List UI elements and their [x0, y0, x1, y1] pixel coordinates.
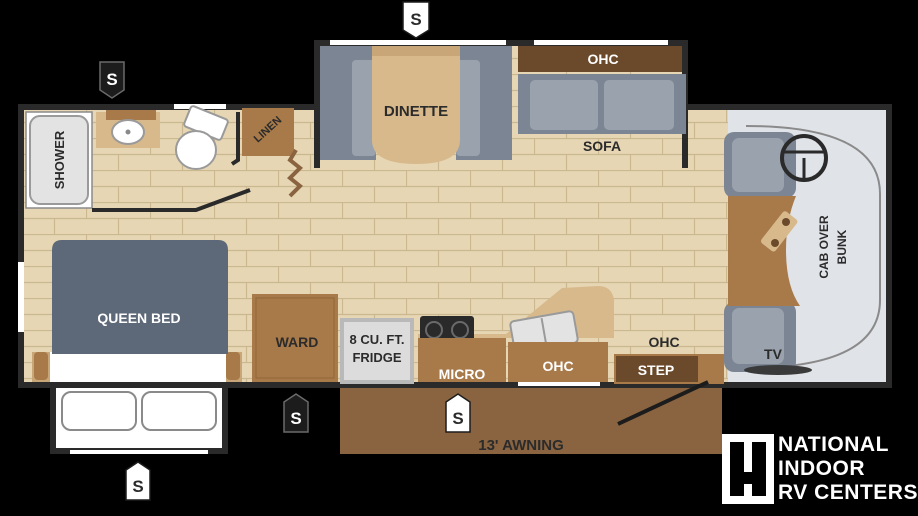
bed-slide-out	[50, 382, 228, 454]
ward-label: WARD	[276, 334, 319, 350]
slideout-marker-kitchen-label: S	[452, 409, 463, 428]
ohc-top-label: OHC	[587, 51, 618, 67]
slideout-marker-top-label: S	[410, 10, 421, 29]
ohc-kitchen-label: OHC	[542, 358, 573, 374]
fridge-label-line2: FRIDGE	[352, 350, 401, 365]
shower-label: SHOWER	[52, 130, 67, 189]
tv-label: TV	[764, 346, 783, 362]
entry-area: OHC STEP	[614, 334, 724, 426]
sofa-label: SOFA	[583, 138, 621, 154]
slideout-marker-kitchen: S	[445, 393, 471, 433]
bathroom: SHOWER LINEN	[25, 105, 303, 212]
logo-line-1: NATIONAL	[778, 433, 889, 456]
wardrobe: WARD	[252, 294, 338, 382]
dealer-logo: NATIONAL INDOOR RV CENTERS	[722, 432, 917, 506]
slideout-marker-bed-label: S	[132, 477, 143, 496]
awning: 13' AWNING	[340, 386, 722, 454]
step-label: STEP	[638, 362, 675, 378]
cab-over-bunk-label-line2: BUNK	[835, 229, 849, 264]
logo-line-2: INDOOR	[778, 457, 865, 480]
slideout-marker-ward: S	[283, 393, 309, 433]
micro-label: MICRO	[439, 366, 486, 382]
fridge-label-line1: 8 CU. FT.	[350, 332, 405, 347]
slideout-marker-bath: S	[99, 61, 125, 99]
kitchen-counter: MICRO OHC	[418, 286, 614, 386]
slideout-marker-bed: S	[125, 461, 151, 501]
slideout-marker-bath-label: S	[106, 70, 117, 89]
cab-over-bunk-label-line1: CAB OVER	[817, 215, 831, 279]
slideout-marker-top: S	[402, 1, 430, 39]
fridge: 8 CU. FT. FRIDGE	[340, 318, 414, 384]
cab: TV CAB OVER BUNK	[724, 110, 886, 382]
queen-bed: QUEEN BED	[32, 240, 242, 382]
logo-line-3: RV CENTERS	[778, 481, 918, 504]
ohc-front-label: OHC	[648, 334, 679, 350]
slideout-marker-ward-label: S	[290, 409, 301, 428]
dealer-logo-mark-icon	[722, 434, 774, 504]
dinette-slide-out: DINETTE OHC SOFA	[314, 40, 688, 168]
awning-label: 13' AWNING	[478, 437, 564, 454]
dinette-label: DINETTE	[384, 103, 448, 120]
queen-bed-label: QUEEN BED	[97, 310, 180, 326]
